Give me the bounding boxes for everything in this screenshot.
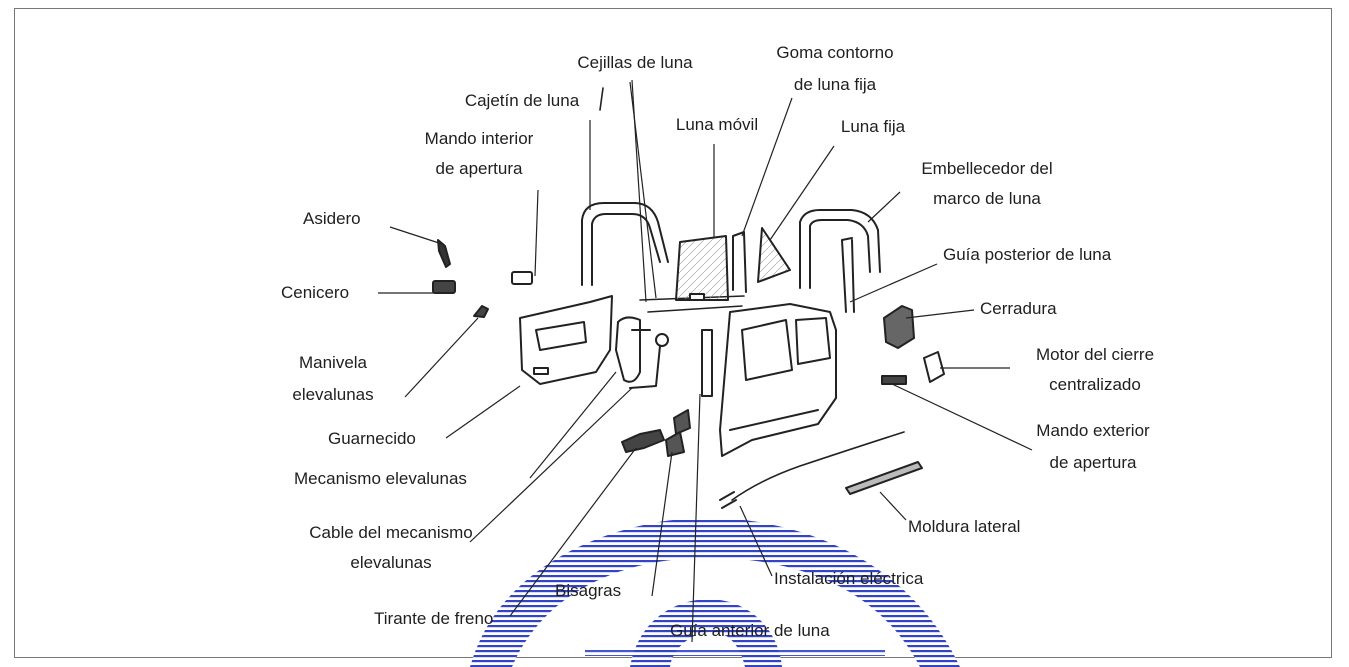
label-cajetin-de-luna: Cajetín de luna (464, 91, 580, 110)
label-tirante-de-freno: Tirante de freno (374, 609, 494, 628)
manivela-part (473, 305, 489, 318)
label-goma-contorno-1: Goma contorno (776, 43, 894, 62)
mecanismo-part (615, 316, 661, 389)
goma-contorno-part (732, 231, 747, 293)
label-guarnecido: Guarnecido (328, 429, 416, 448)
mando-exterior-part (881, 375, 907, 385)
label-mando-exterior-1: Mando exterior (1036, 421, 1150, 440)
label-mando-interior-1: Mando interior (424, 129, 534, 148)
label-mando-interior-2: de apertura (435, 159, 523, 178)
watermark-seal (470, 517, 960, 667)
mando-interior-part (511, 271, 533, 285)
label-manivela-2: elevalunas (292, 385, 374, 404)
tirante-part (621, 429, 665, 453)
label-cenicero: Cenicero (281, 283, 350, 302)
guia-anterior-part (701, 329, 713, 397)
label-goma-contorno-2: de luna fija (793, 75, 877, 94)
label-mando-exterior-2: de apertura (1049, 453, 1137, 472)
asidero-part (437, 239, 451, 268)
label-cerradura: Cerradura (980, 299, 1057, 318)
bisagras-part (665, 409, 691, 457)
embellecedor-part (799, 209, 881, 289)
motor-part (923, 351, 945, 383)
instalacion-part (731, 431, 905, 501)
door-shell-part (719, 303, 837, 457)
label-luna-fija: Luna fija (840, 117, 906, 136)
label-asidero: Asidero (303, 209, 361, 228)
label-cable-2: elevalunas (350, 553, 432, 572)
label-bisagras: Bisagras (555, 581, 622, 600)
label-embellecedor-1: Embellecedor del (921, 159, 1053, 178)
guarnecido-part (519, 295, 613, 385)
label-guia-anterior: Guía anterior de luna (670, 621, 830, 640)
label-motor-1: Motor del cierre (1035, 345, 1155, 364)
label-motor-2: centralizado (1049, 375, 1141, 394)
label-instalacion-electrica: Instalación eléctrica (774, 569, 924, 588)
label-moldura-lateral: Moldura lateral (908, 517, 1021, 536)
moldura-part (845, 461, 923, 495)
luna-movil-part (675, 235, 729, 301)
leader-lines (378, 79, 1033, 643)
label-embellecedor-2: marco de luna (933, 189, 1041, 208)
cerradura-part (883, 305, 915, 349)
label-guia-posterior: Guía posterior de luna (943, 245, 1112, 264)
luna-fija-part (757, 227, 791, 283)
label-cable-1: Cable del mecanismo (309, 523, 473, 542)
label-luna-movil: Luna móvil (675, 115, 759, 134)
label-cejillas-de-luna: Cejillas de luna (577, 53, 693, 72)
label-mecanismo-elevalunas: Mecanismo elevalunas (294, 469, 467, 488)
door-parts (432, 87, 945, 509)
label-manivela-1: Manivela (298, 353, 368, 372)
cenicero-part (432, 280, 456, 294)
cajetin-part (581, 202, 669, 286)
